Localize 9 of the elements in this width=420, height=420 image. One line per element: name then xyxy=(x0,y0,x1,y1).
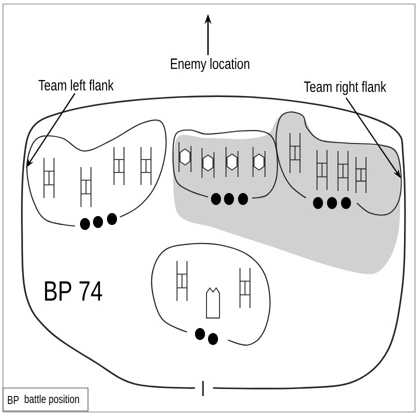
position-outline xyxy=(26,120,167,227)
position-outline xyxy=(151,242,271,346)
key-box: BP battle position xyxy=(2,388,88,412)
position-outline xyxy=(275,111,402,216)
position-outline xyxy=(172,129,278,199)
callout-label: Team right flank xyxy=(304,81,386,95)
position-label: BP 74 xyxy=(45,281,102,301)
callout-label: Team left flank xyxy=(38,80,114,90)
direction-label: Enemy location xyxy=(170,58,250,72)
